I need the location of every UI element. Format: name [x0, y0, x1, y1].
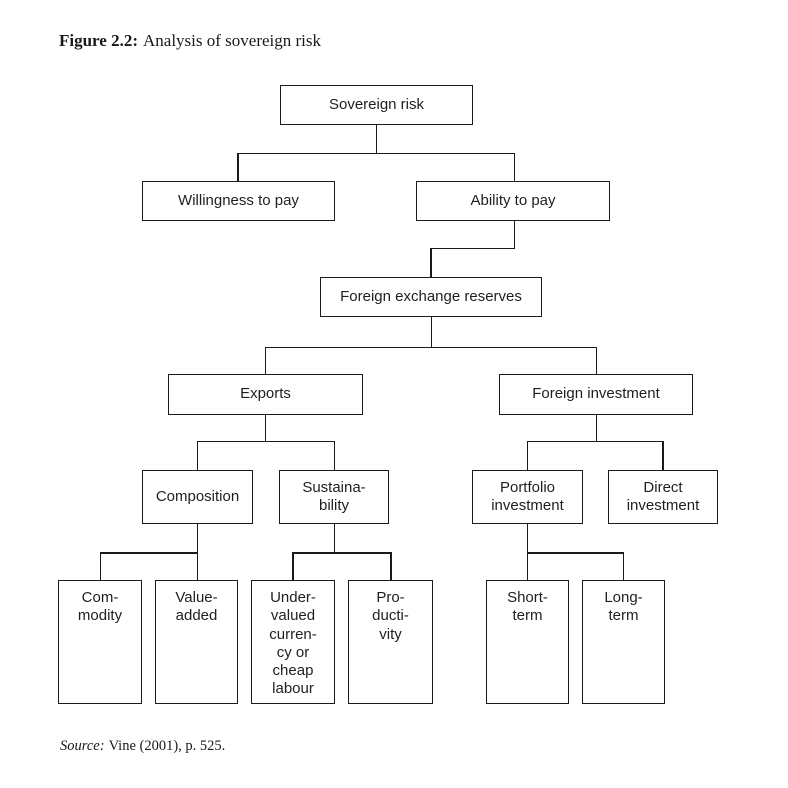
node-value-added: Value- added — [155, 580, 238, 704]
node-exports: Exports — [168, 374, 363, 415]
connector-line — [292, 552, 391, 554]
figure-source: Source:Vine (2001), p. 525. — [60, 738, 225, 755]
connector-line — [390, 552, 392, 580]
connector-line — [595, 415, 597, 442]
node-ability-to-pay: Ability to pay — [416, 181, 610, 221]
connector-line — [375, 125, 377, 154]
connector-line — [526, 552, 624, 554]
node-short-term: Short- term — [486, 580, 569, 704]
connector-line — [264, 346, 266, 375]
connector-line — [622, 552, 624, 580]
connector-line — [430, 317, 432, 348]
node-commodity: Com- modity — [58, 580, 142, 704]
connector-line — [264, 346, 597, 348]
node-portfolio-investment: Portfolio investment — [472, 470, 583, 524]
connector-line — [526, 440, 528, 471]
connector-line — [333, 440, 335, 471]
connector-line — [99, 552, 101, 580]
connector-line — [526, 440, 664, 442]
connector-line — [237, 152, 239, 182]
node-composition: Composition — [142, 470, 253, 524]
node-foreign-exchange-reserves: Foreign exchange reserves — [320, 277, 542, 317]
connector-line — [292, 552, 294, 580]
figure-caption-title: Analysis of sovereign risk — [143, 31, 322, 50]
connector-line — [333, 524, 335, 553]
node-productivity: Pro- ducti- vity — [348, 580, 433, 704]
node-direct-investment: Direct investment — [608, 470, 718, 524]
node-sovereign-risk: Sovereign risk — [280, 85, 473, 125]
node-willingness-to-pay: Willingness to pay — [142, 181, 335, 221]
connector-line — [430, 247, 432, 278]
node-sustainability: Sustaina- bility — [279, 470, 389, 524]
connector-line — [595, 346, 597, 375]
node-undervalued-currency: Under- valued curren- cy or cheap labour — [251, 580, 335, 704]
node-long-term: Long- term — [582, 580, 665, 704]
figure-caption-label: Figure 2.2: — [59, 31, 139, 50]
connector-line — [513, 221, 515, 249]
connector-line — [662, 440, 664, 471]
connector-line — [513, 152, 515, 182]
connector-line — [264, 415, 266, 442]
connector-line — [237, 152, 515, 154]
connector-line — [196, 440, 198, 471]
figure-source-label: Source: — [60, 738, 105, 754]
figure-caption: Figure 2.2:Analysis of sovereign risk — [59, 31, 321, 51]
connector-line — [430, 247, 515, 249]
connector-line — [196, 440, 335, 442]
connector-line — [99, 552, 198, 554]
figure-source-text: Vine (2001), p. 525. — [108, 738, 226, 754]
node-foreign-investment: Foreign investment — [499, 374, 693, 415]
